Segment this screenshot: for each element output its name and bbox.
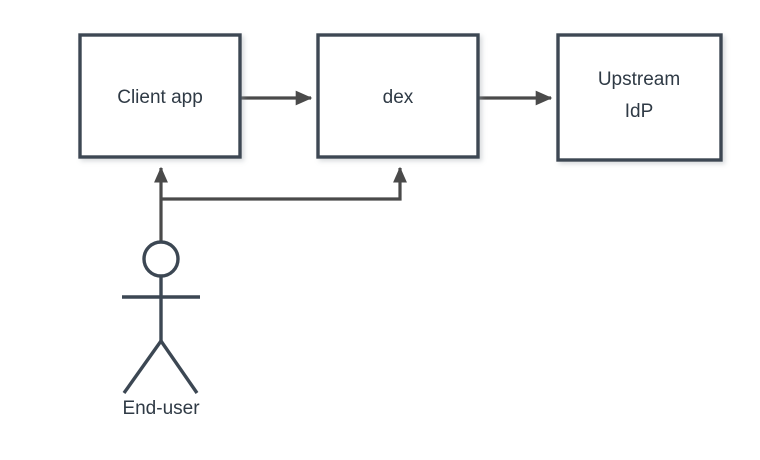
actor-head-icon xyxy=(142,240,180,278)
actor-leg-right xyxy=(159,340,199,394)
node-upstream-idp-label-line-2: IdP xyxy=(625,101,654,122)
node-client-app-label: Client app xyxy=(117,87,203,108)
node-upstream-idp-label-line-1: Upstream xyxy=(598,69,680,90)
node-box xyxy=(316,33,480,159)
node-dex-label: dex xyxy=(383,87,414,108)
node-client-app[interactable] xyxy=(78,33,242,159)
actor-end-user-label: End-user xyxy=(122,398,200,419)
edge-end-user-to-dex xyxy=(161,166,408,201)
node-box xyxy=(556,33,723,162)
actor-leg-left xyxy=(122,340,163,394)
node-dex[interactable] xyxy=(316,33,480,159)
node-upstream-idp[interactable] xyxy=(556,33,723,162)
edge-path xyxy=(161,166,408,201)
node-box xyxy=(78,33,242,159)
actor-end-user[interactable] xyxy=(122,240,200,394)
